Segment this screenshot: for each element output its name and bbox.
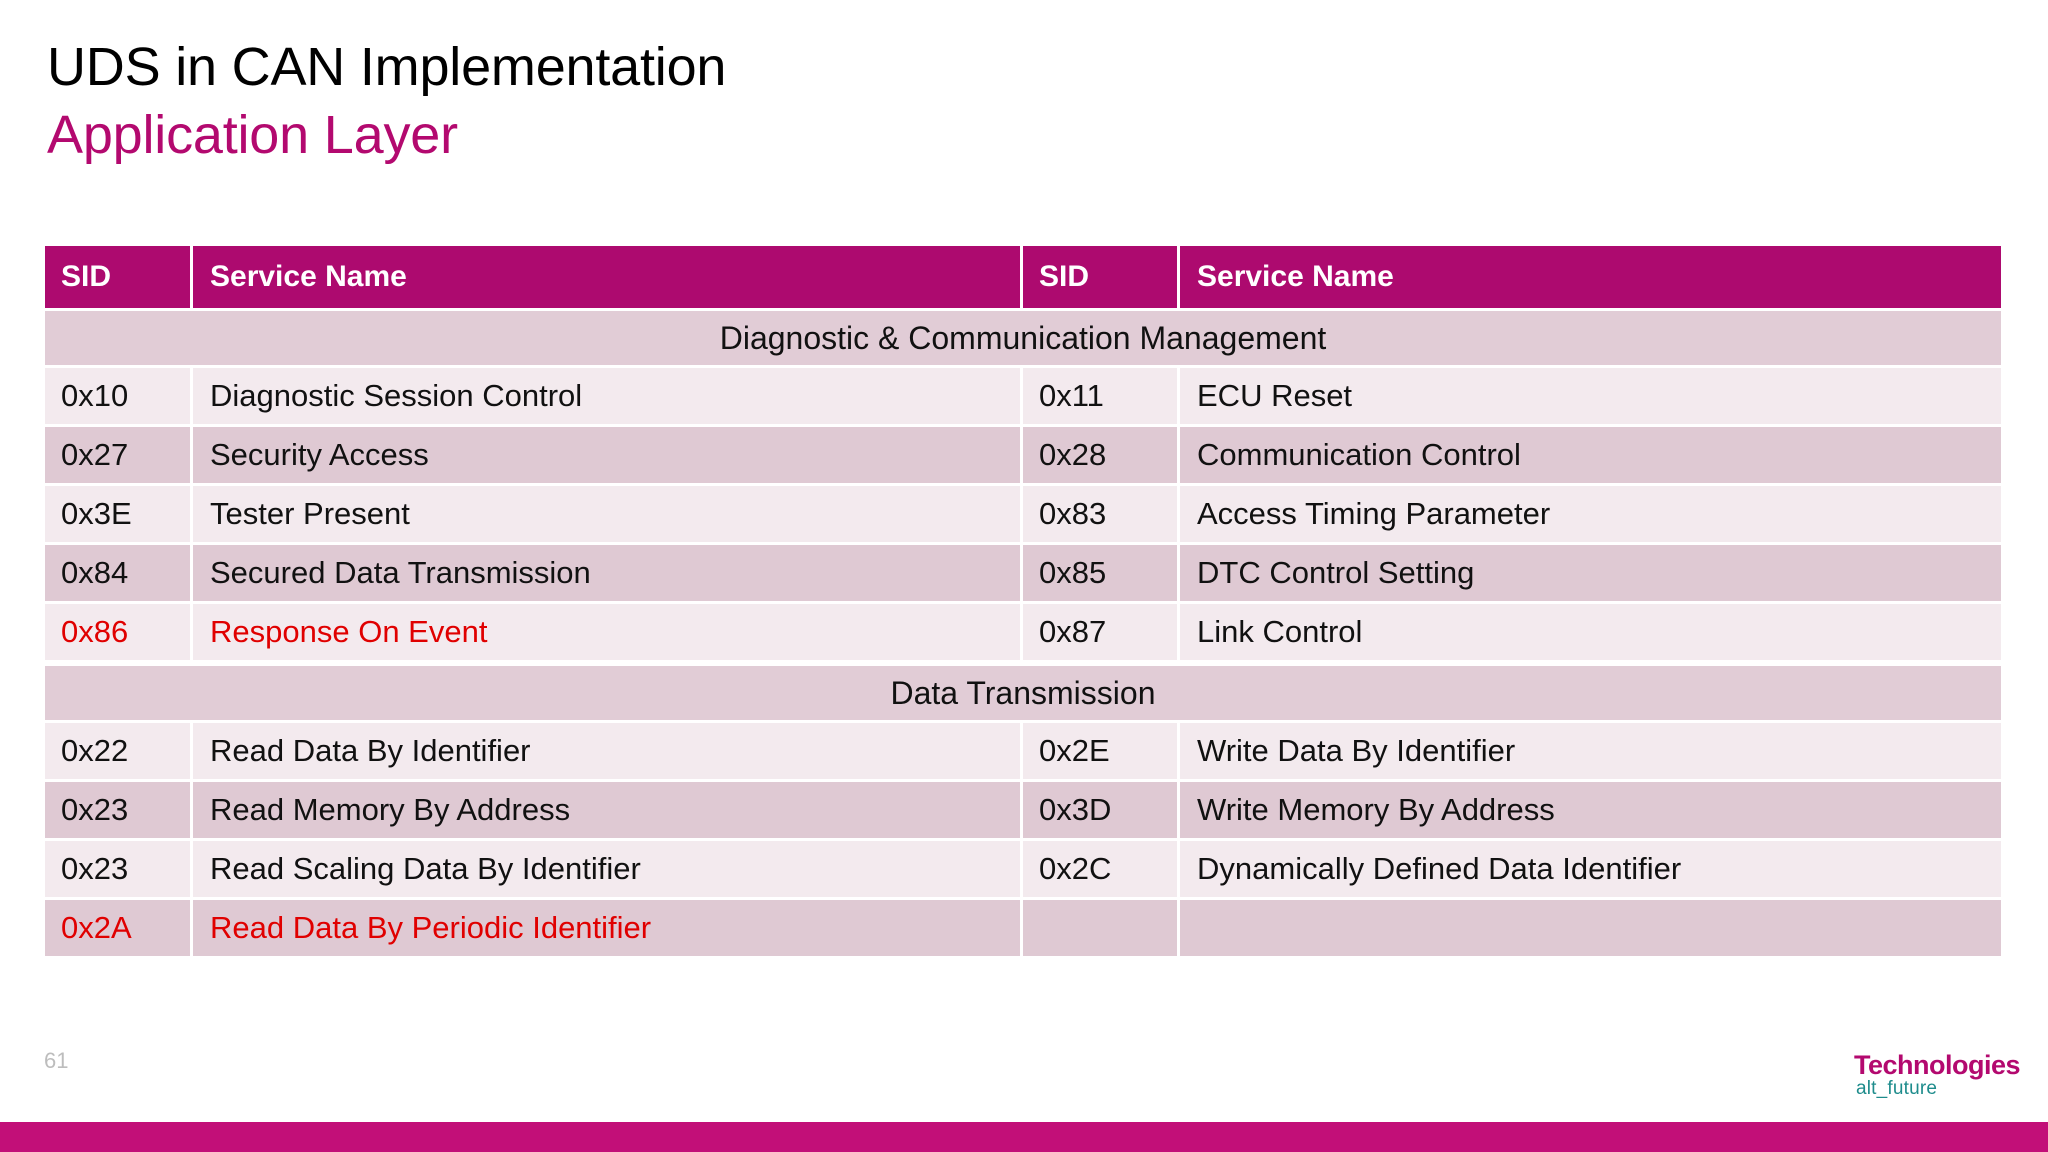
- cell-name-right: Link Control: [1180, 604, 2001, 663]
- cell-sid-right: 0x2C: [1023, 841, 1180, 900]
- cell-sid-right: 0x11: [1023, 368, 1180, 427]
- bottom-accent-bar: [0, 1122, 2048, 1152]
- cell-sid-left: 0x2A: [45, 900, 193, 959]
- cell-name-right: Communication Control: [1180, 427, 2001, 486]
- cell-name-left: Diagnostic Session Control: [193, 368, 1023, 427]
- cell-name-left: Tester Present: [193, 486, 1023, 545]
- table-group-header-row: Data Transmission: [45, 663, 2001, 723]
- cell-sid-right: [1023, 900, 1180, 959]
- table-group-header-row: Diagnostic & Communication Management: [45, 308, 2001, 368]
- cell-name-right: Access Timing Parameter: [1180, 486, 2001, 545]
- cell-sid-right: 0x83: [1023, 486, 1180, 545]
- cell-name-left: Read Scaling Data By Identifier: [193, 841, 1023, 900]
- cell-name-right: ECU Reset: [1180, 368, 2001, 427]
- cell-sid-left: 0x23: [45, 782, 193, 841]
- cell-name-right: Write Data By Identifier: [1180, 723, 2001, 782]
- column-header-sid-left: SID: [45, 246, 193, 308]
- cell-sid-right: 0x2E: [1023, 723, 1180, 782]
- column-header-sid-right: SID: [1023, 246, 1180, 308]
- cell-name-right: Write Memory By Address: [1180, 782, 2001, 841]
- cell-sid-right: 0x28: [1023, 427, 1180, 486]
- cell-sid-left: 0x3E: [45, 486, 193, 545]
- cell-name-right: [1180, 900, 2001, 959]
- brand-logo: Technologies alt_future: [1853, 1050, 2021, 1100]
- cell-name-left: Response On Event: [193, 604, 1023, 663]
- page-title: UDS in CAN Implementation: [47, 37, 727, 97]
- table-header-row: SID Service Name SID Service Name: [45, 246, 2001, 308]
- cell-name-right: Dynamically Defined Data Identifier: [1180, 841, 2001, 900]
- uds-services-table: SID Service Name SID Service Name Diagno…: [45, 246, 2001, 959]
- cell-sid-left: 0x23: [45, 841, 193, 900]
- table-group-header-label: Data Transmission: [45, 663, 2001, 723]
- cell-sid-right: 0x3D: [1023, 782, 1180, 841]
- cell-name-left: Security Access: [193, 427, 1023, 486]
- page-number: 61: [44, 1048, 69, 1073]
- table-group-header-label: Diagnostic & Communication Management: [45, 308, 2001, 368]
- logo-sub-text: alt_future: [1855, 1078, 1938, 1099]
- cell-name-left: Read Memory By Address: [193, 782, 1023, 841]
- cell-sid-right: 0x87: [1023, 604, 1180, 663]
- slide-title-block: UDS in CAN Implementation Application La…: [47, 36, 1447, 166]
- cell-sid-left: 0x22: [45, 723, 193, 782]
- page-subtitle: Application Layer: [47, 105, 458, 165]
- logo-main-text: Technologies: [1853, 1050, 2021, 1080]
- column-header-name-left: Service Name: [193, 246, 1023, 308]
- cell-name-left: Read Data By Identifier: [193, 723, 1023, 782]
- cell-sid-left: 0x10: [45, 368, 193, 427]
- column-header-name-right: Service Name: [1180, 246, 2001, 308]
- cell-name-right: DTC Control Setting: [1180, 545, 2001, 604]
- cell-name-left: Read Data By Periodic Identifier: [193, 900, 1023, 959]
- cell-name-left: Secured Data Transmission: [193, 545, 1023, 604]
- cell-sid-left: 0x84: [45, 545, 193, 604]
- cell-sid-left: 0x27: [45, 427, 193, 486]
- cell-sid-left: 0x86: [45, 604, 193, 663]
- cell-sid-right: 0x85: [1023, 545, 1180, 604]
